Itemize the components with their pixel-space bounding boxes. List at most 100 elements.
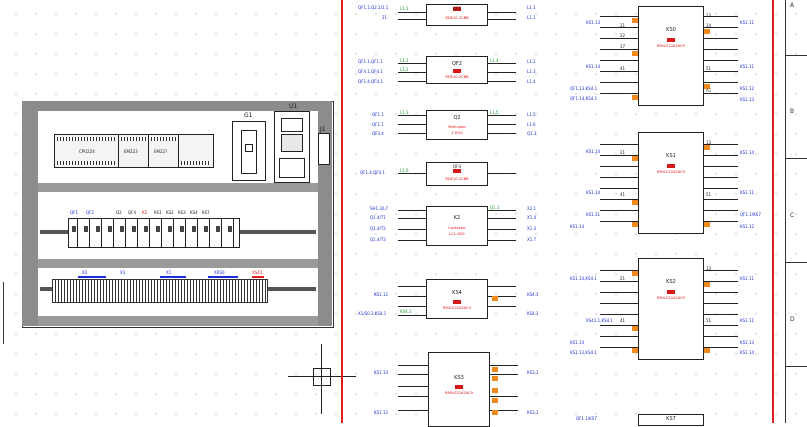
qf1-symbol[interactable]: QF1 RDE10-2CBB xyxy=(426,4,488,26)
ks1-symbol[interactable]: KS1 RM4-E22A2AC9 xyxy=(638,132,704,234)
rref-13: KS4.1 xyxy=(527,292,539,297)
wlabel-c1-4: L1.3 xyxy=(400,110,409,115)
plc-expansion-1[interactable]: EM223 xyxy=(118,134,150,168)
rail1-label-ks3: KS3 xyxy=(178,210,186,215)
frref-9: KS1.11 xyxy=(740,276,755,281)
ks4-sub: RM4-E22A2AC9 xyxy=(443,306,471,310)
terminal-strip-blue-2 xyxy=(160,276,186,278)
q2-symbol[interactable]: Q2 Teleruptor 2 HOS xyxy=(426,110,488,140)
ks4-symbol[interactable]: KS4 RM4-E22A2AC9 xyxy=(426,279,488,319)
qf4-symbol[interactable]: QF4 RDE10-2CBB xyxy=(426,162,488,186)
terminal-block-row[interactable] xyxy=(52,279,268,303)
rail2-label-xs41: XS41 xyxy=(252,270,263,275)
rref-2: L1.1 xyxy=(527,15,536,20)
breaker-row[interactable] xyxy=(68,218,240,248)
u1-title: U1 xyxy=(289,103,298,110)
flref-4: QF1.14,KS4.1 xyxy=(570,96,598,101)
lref-11: Q1.4/T1 xyxy=(370,215,386,220)
ks0-sub: RM4-E22A2AC9 xyxy=(657,44,685,48)
wire-c1-40 xyxy=(490,374,518,375)
rail1-label-ks2: KS2 xyxy=(166,210,174,215)
lref-2: 21 xyxy=(382,15,388,20)
flref-11: KS1.14 xyxy=(570,340,585,345)
qf4-mark xyxy=(453,169,461,173)
rail1-label-ks1: KS1 xyxy=(154,210,162,215)
wlabel-c1-2: L1.1 xyxy=(400,58,409,63)
ks0-symbol[interactable]: KS0 RM4-E22A2AC9 xyxy=(638,6,704,106)
rail2-label-xrs0: XRS0 xyxy=(214,270,225,275)
wire-c1-8 xyxy=(488,63,516,64)
ks1-mark xyxy=(667,164,675,168)
ks4-mark xyxy=(453,300,461,304)
connector-j1[interactable] xyxy=(318,133,330,165)
rref-1: L1.1 xyxy=(527,5,536,10)
ks1-pin-13: 13 xyxy=(706,140,712,145)
lref-14: KS1.12 xyxy=(374,292,389,297)
rref-3: L1.2 xyxy=(527,59,536,64)
wire-c1-28 xyxy=(398,296,426,297)
ks2-symbol[interactable]: KS2 RM4-E22A2AC9 xyxy=(638,258,704,360)
wlabel-c1-3: L1.2 xyxy=(400,67,409,72)
power-supply-g1[interactable] xyxy=(232,121,266,181)
flref-12: KS1.13,KS4.1 xyxy=(570,350,597,355)
crosshair-cursor xyxy=(288,376,356,377)
row-marker-d: D xyxy=(790,316,795,323)
terminal-c1-6 xyxy=(492,296,498,301)
wire-c1-38 xyxy=(398,410,428,411)
wire-c1-1 xyxy=(398,12,426,13)
rref-10: X1.4 xyxy=(527,215,537,220)
ks1-wires-right xyxy=(704,144,738,232)
ks3-symbol[interactable]: KS3 RM4-E22A2AC9 xyxy=(428,352,490,427)
qf2-label: QF2 xyxy=(452,61,462,67)
wire-c1-41 xyxy=(490,396,518,397)
plc-module[interactable]: CPU224 xyxy=(54,134,120,168)
terminal-ks0-e xyxy=(704,84,710,89)
ks3-sub: RM4-E22A2AC9 xyxy=(445,391,473,395)
wlabel-c1-6: L1.5 xyxy=(490,110,499,115)
terminal-c1-1 xyxy=(492,367,498,372)
cabinet-mid-duct-2 xyxy=(38,259,318,268)
lref-10: SH1.3/L7 xyxy=(370,206,389,211)
wire-c1-7 xyxy=(398,81,426,82)
lref-12: Q1.4/T2 xyxy=(370,226,386,231)
rref-6: L1.5 xyxy=(527,112,536,117)
ks2-pin-21: 21 xyxy=(620,276,626,281)
breaker-row-handles xyxy=(72,226,232,232)
wire-c1-15 xyxy=(488,124,516,125)
ks3-mark xyxy=(455,385,463,389)
ks2-pin-13: 13 xyxy=(706,266,712,271)
wire-c1-5 xyxy=(398,63,426,64)
ks0-label: KS0 xyxy=(666,27,676,33)
wire-c1-17 xyxy=(398,173,426,174)
rref-9: X2.1 xyxy=(527,206,537,211)
k2-symbol[interactable]: K2 Contactor LC1-D09 xyxy=(426,206,488,246)
rail1-labels: QF1 QF2 Q2 QF4 K2 KS1 KS2 KS3 KS4 KS7 xyxy=(70,210,230,216)
plc-expansion-3[interactable] xyxy=(178,134,214,168)
row-marker-c: C xyxy=(790,212,795,219)
g1-title: G1 xyxy=(244,112,253,119)
flref-9: KS1.14,KS4.1 xyxy=(570,276,597,281)
rref-8: Q1.1 xyxy=(527,131,537,136)
u1-display xyxy=(281,118,303,132)
lref-13: Q1.4/T3 xyxy=(370,237,386,242)
exp1-label: EM223 xyxy=(124,149,138,154)
cabinet-bottom-duct xyxy=(38,316,318,326)
row-marker-b: B xyxy=(790,108,795,115)
cabinet-left-duct xyxy=(22,111,38,326)
terminal-ks2-b xyxy=(632,326,638,331)
drive-u1[interactable] xyxy=(274,111,310,183)
ks7-symbol[interactable]: KS7 xyxy=(638,414,704,426)
qf2-symbol[interactable]: QF2 RDE10-2CBB xyxy=(426,56,488,84)
flref-7: KS1.11 xyxy=(586,212,601,217)
terminal-ks2-d xyxy=(704,282,710,287)
lref-17: KS1.12 xyxy=(374,410,389,415)
lref-15: X1/S0.3,KS4.1 xyxy=(358,311,387,316)
ks2-wires-left xyxy=(600,270,638,358)
plc-expansion-2[interactable]: EM22? xyxy=(148,134,180,168)
exp2-label: EM22? xyxy=(154,149,168,154)
ks0-pin-13: 13 xyxy=(706,13,712,18)
lref-5: QF1.4,QF4.1 xyxy=(358,79,383,84)
wlabel-c1-1: L1.1 xyxy=(400,6,409,11)
ks7-label: KS7 xyxy=(666,416,676,422)
